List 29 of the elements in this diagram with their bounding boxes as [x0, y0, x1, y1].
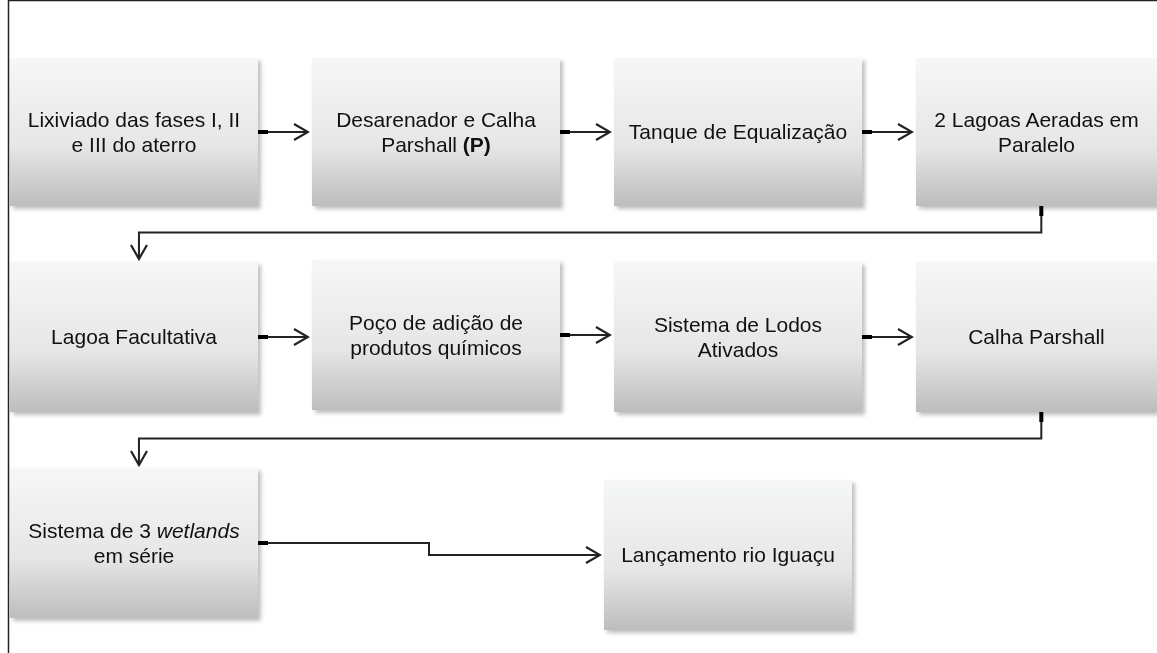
process-box	[312, 58, 560, 206]
arrow	[861, 327, 914, 347]
box-label: Lançamento rio Iguaçu	[621, 542, 835, 568]
process-box	[312, 260, 560, 410]
box-label: Calha Parshall	[968, 324, 1105, 350]
box-label: Sistema de Lodos Ativados	[652, 311, 824, 363]
box-label: Lixiviado das fases I, II e III do aterro	[26, 106, 242, 158]
process-box	[10, 58, 258, 206]
box-label: Sistema de 3 wetlands em série	[27, 517, 241, 569]
arrow	[129, 205, 1044, 261]
box-label: Tanque de Equalização	[628, 119, 848, 145]
arrow	[559, 122, 612, 142]
arrow	[257, 327, 310, 347]
process-box	[10, 262, 258, 412]
process-box	[604, 480, 852, 630]
arrow	[257, 122, 310, 142]
arrow	[129, 411, 1044, 467]
process-box	[10, 468, 258, 618]
process-box	[916, 58, 1157, 206]
box-label: Poço de adição de produtos químicos	[348, 309, 524, 361]
box-label: 2 Lagoas Aeradas em Paralelo	[933, 106, 1140, 158]
arrow	[257, 541, 602, 565]
arrow	[559, 325, 612, 345]
process-box	[916, 262, 1157, 412]
process-box	[614, 262, 862, 412]
box-label: Desarenador e Calha Parshall (P)	[335, 106, 537, 158]
box-label: Lagoa Facultativa	[51, 324, 217, 350]
process-box	[614, 58, 862, 206]
arrow	[861, 122, 914, 142]
